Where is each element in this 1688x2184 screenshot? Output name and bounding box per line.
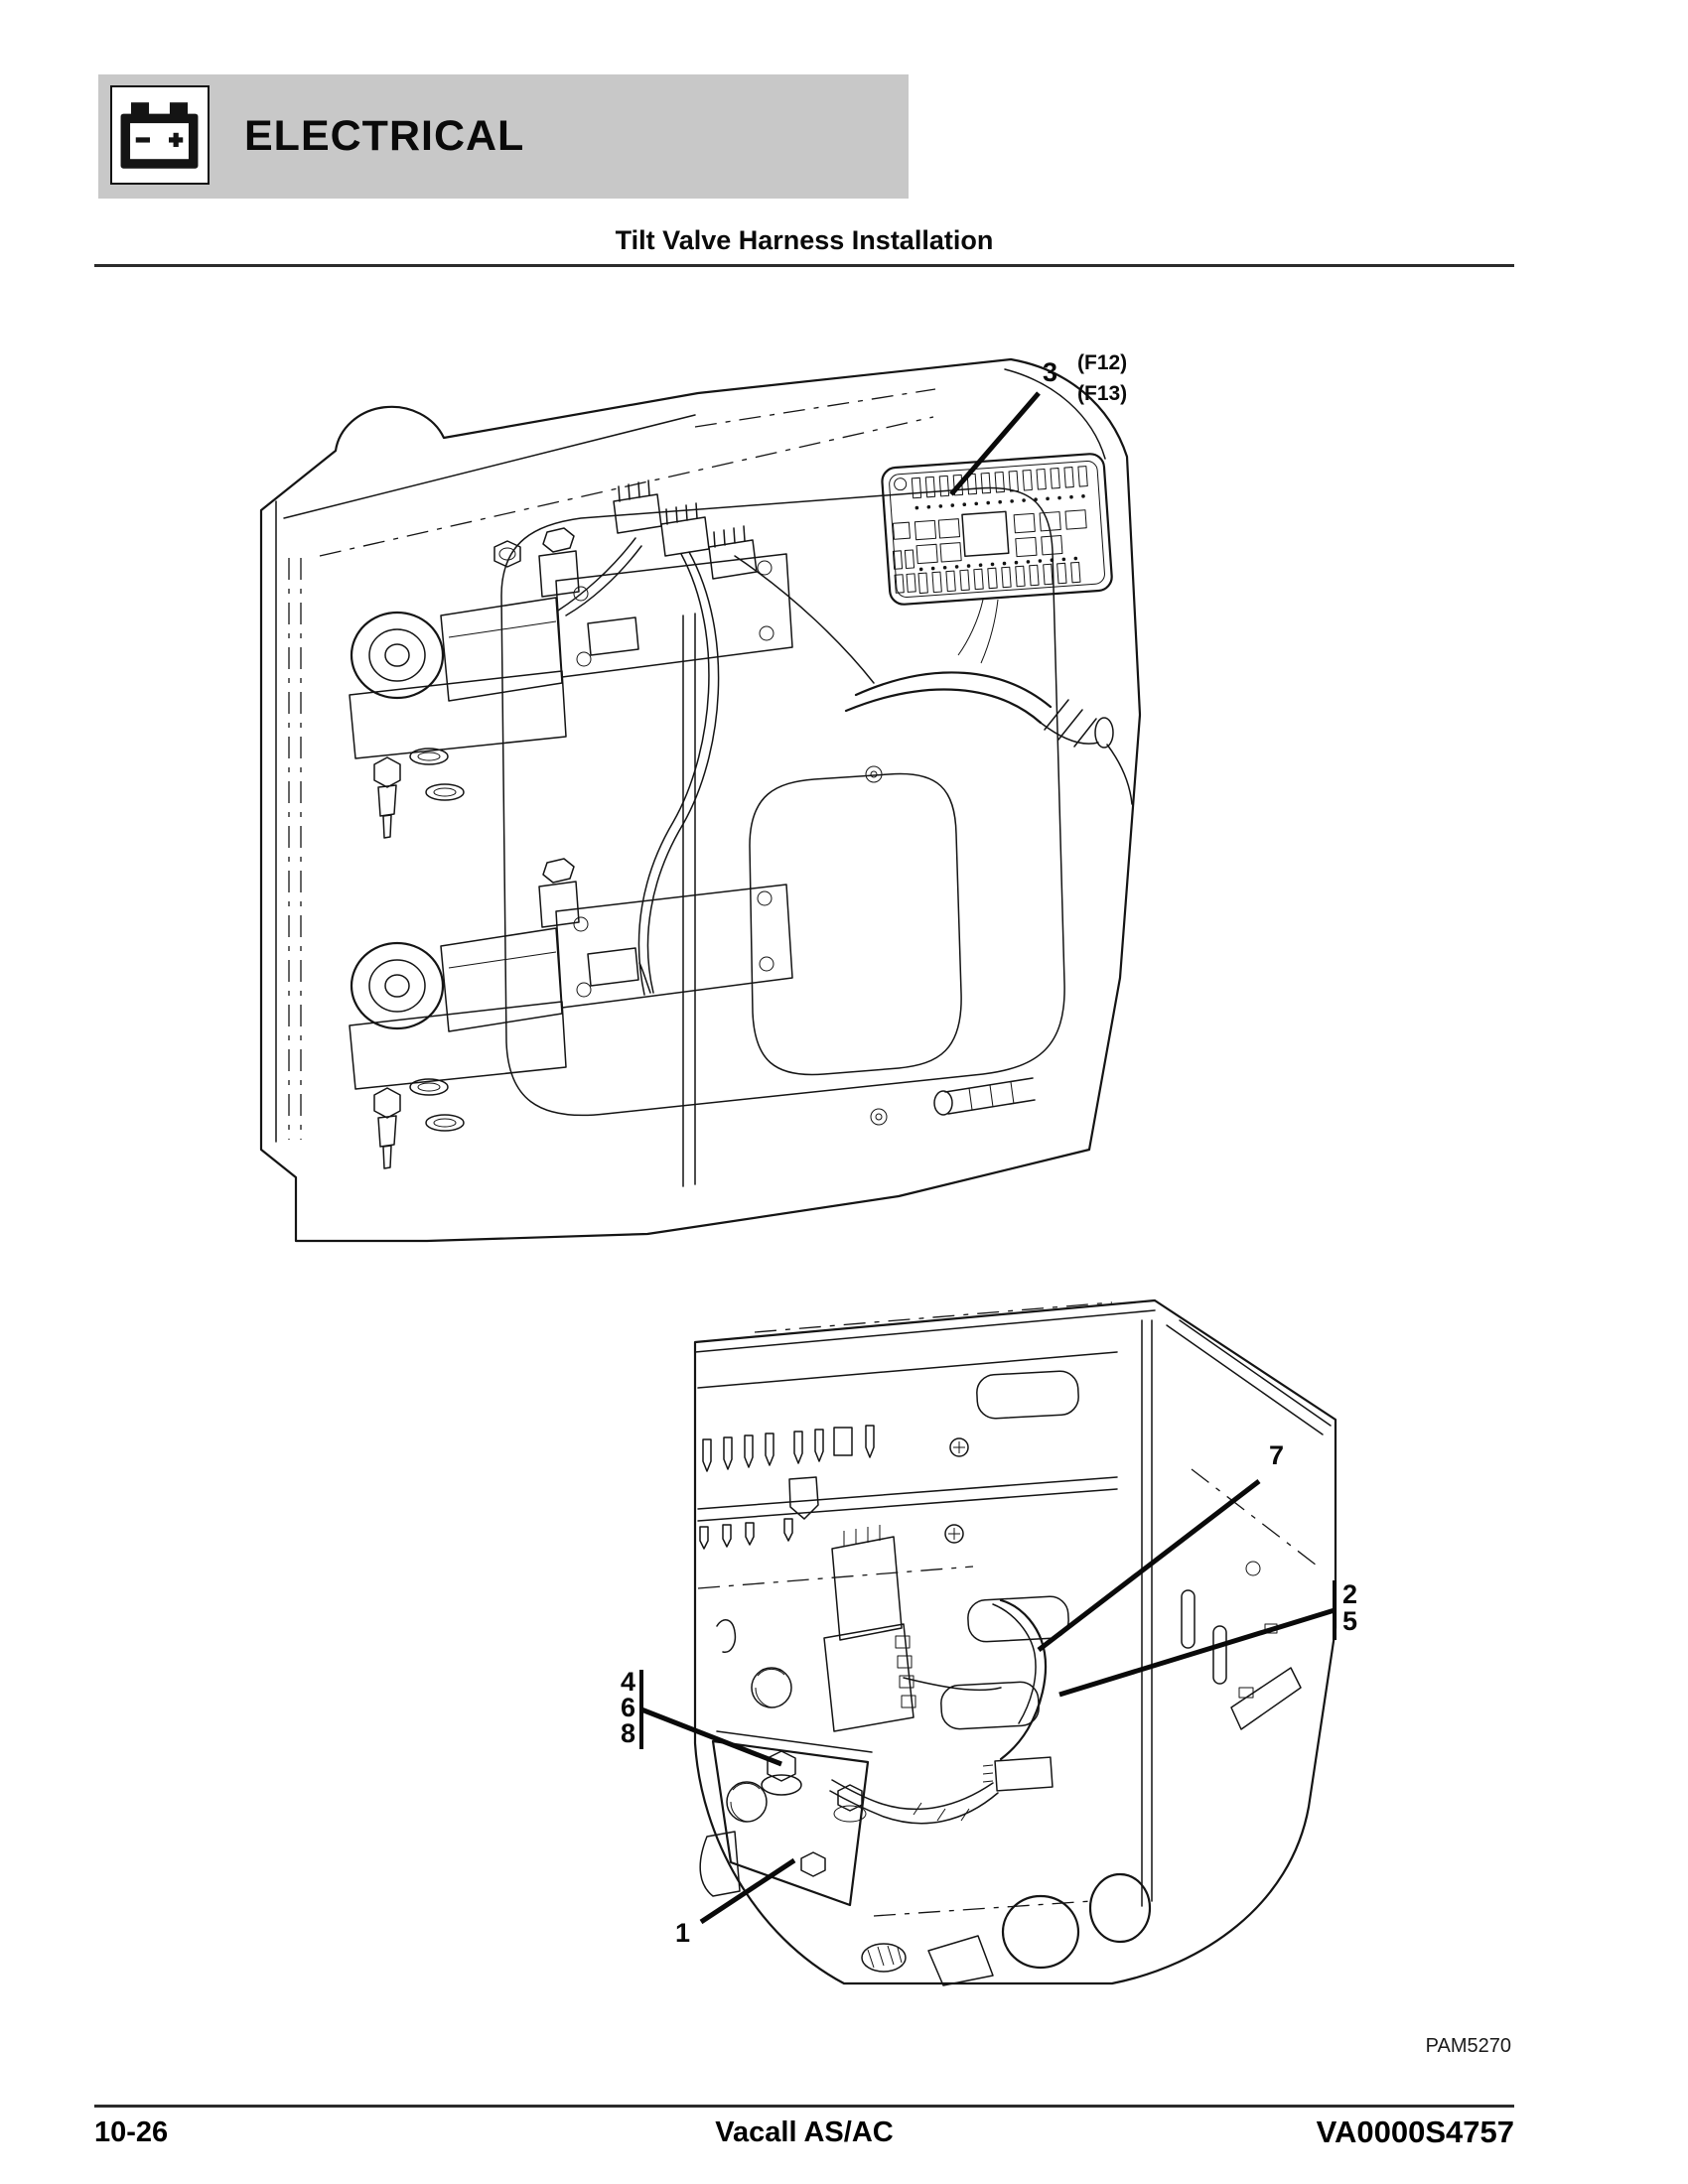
footer-page-number: 10-26 xyxy=(94,2116,169,2148)
callout-4-label: 4 xyxy=(620,1667,635,1697)
callout-6-label: 6 xyxy=(620,1693,635,1722)
callout-f13-label: (F13) xyxy=(1077,382,1128,405)
callout-7-label: 7 xyxy=(1269,1440,1285,1470)
footer-model: Vacall AS/AC xyxy=(715,2116,894,2148)
section-label: ELECTRICAL xyxy=(244,112,525,160)
bottom-diagram xyxy=(556,1286,1380,1995)
figure-code: PAM5270 xyxy=(1425,2035,1511,2057)
top-diagram xyxy=(228,268,1142,1246)
page-title: Tilt Valve Harness Installation xyxy=(615,225,994,255)
footer-rule xyxy=(94,2105,1514,2108)
footer-doc-number: VA0000S4757 xyxy=(1316,2115,1514,2149)
callout-f12-label: (F12) xyxy=(1077,351,1128,374)
title-rule xyxy=(94,264,1514,267)
callout-2-label: 2 xyxy=(1342,1579,1358,1609)
callout-1-label: 1 xyxy=(675,1918,691,1948)
header-bar: ELECTRICAL xyxy=(98,74,909,199)
callout-3-label: 3 xyxy=(1043,357,1058,387)
battery-icon xyxy=(110,85,210,185)
callout-5-label: 5 xyxy=(1342,1606,1358,1636)
callout-8-label: 8 xyxy=(620,1718,635,1748)
